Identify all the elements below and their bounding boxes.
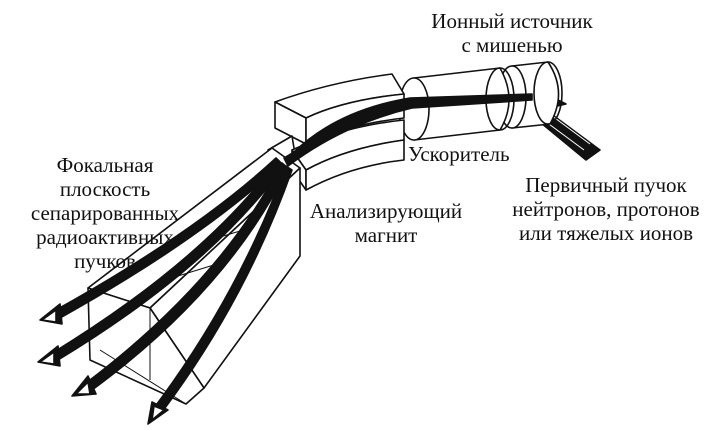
label-ion-source: Ионный источник с мишенью (402, 9, 622, 57)
label-analyzing-magnet-line2: магнит (296, 223, 476, 247)
label-analyzing-magnet-line1: Анализирующий (296, 199, 476, 223)
label-focal-plane-line4: радиоактивных (20, 225, 190, 249)
label-primary-beam-line1: Первичный пучок (496, 173, 716, 197)
label-primary-beam-line2: нейтронов, протонов (496, 197, 716, 221)
label-focal-plane-line1: Фокальная (20, 153, 190, 177)
label-focal-plane-line2: плоскость (20, 177, 190, 201)
label-primary-beam-line3: или тяжелых ионов (496, 221, 716, 245)
label-accelerator: Ускоритель (408, 142, 510, 166)
label-focal-plane: Фокальная плоскость сепарированных радио… (20, 153, 190, 273)
label-ion-source-line2: с мишенью (402, 33, 622, 57)
label-focal-plane-line5: пучков (20, 249, 190, 273)
label-primary-beam: Первичный пучок нейтронов, протонов или … (496, 173, 716, 245)
label-ion-source-line1: Ионный источник (402, 9, 622, 33)
label-focal-plane-line3: сепарированных (20, 201, 190, 225)
label-analyzing-magnet: Анализирующий магнит (296, 199, 476, 247)
